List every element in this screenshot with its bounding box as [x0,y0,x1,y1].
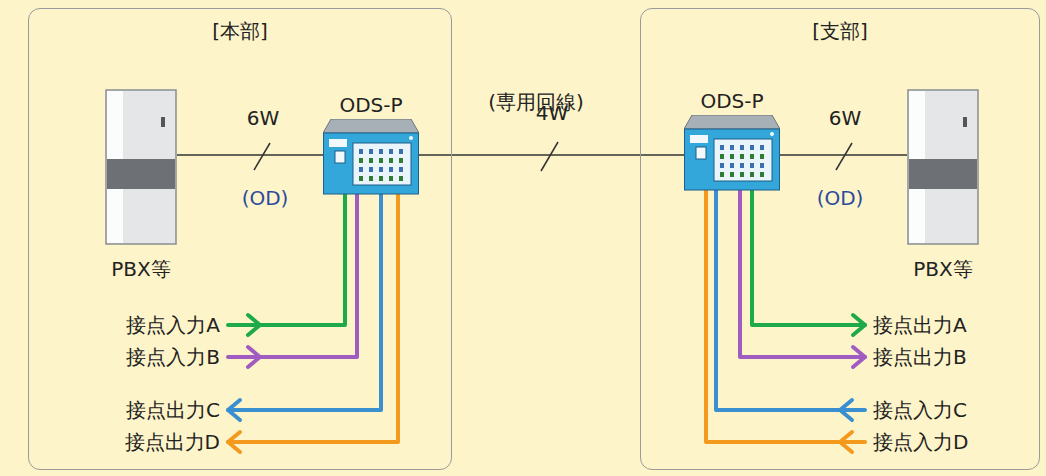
contact-wire [228,194,398,442]
contact-signal-label: 接点出力B [873,345,967,369]
site-panel: [本部]PBX等ODS-P [28,8,452,470]
contact-signal-label: 接点入力A [126,313,220,337]
ods-device: ODS-P [323,93,419,195]
device-illustration [907,89,979,245]
device-illustration [323,119,419,195]
arrow-head [248,347,260,367]
contact-signal-label: 接点出力A [873,313,967,337]
device-label: ODS-P [283,93,459,117]
line-connector [419,154,684,156]
device-label: PBX等 [65,257,217,281]
contact-wire [740,190,865,357]
arrow-head [840,432,852,452]
wire-count-label: 6W [247,106,280,130]
arrow-head [228,432,240,452]
contact-signal-label: 接点出力D [125,430,220,454]
device-illustration [684,115,780,191]
contact-wire [706,190,865,442]
wire-count-slash [541,142,558,171]
arrow-head [228,400,240,420]
wire-type-label: (OD) [242,186,289,210]
pbx-cabinet: PBX等 [907,89,979,285]
contact-wire [752,190,865,325]
site-title: [支部] [601,19,1046,43]
wire-type-label: (OD) [817,186,864,210]
wire-count-label: 4W [536,101,569,125]
arrow-head [840,400,852,420]
arrow-head [853,347,865,367]
contact-wire [716,190,865,410]
wire-count-slash [254,143,270,170]
contact-wire [228,194,345,325]
contact-signal-label: 接点出力C [126,398,220,422]
contact-signal-label: 接点入力D [873,430,968,454]
line-connector [780,154,907,156]
arrow-head [248,315,260,335]
site-title: [本部] [0,19,491,43]
line-connector [177,154,323,156]
contact-signal-label: 接点入力B [126,345,220,369]
wire-count-label: 6W [829,106,862,130]
wire-count-slash [836,143,852,170]
device-label: PBX等 [867,257,1019,281]
device-illustration [105,89,177,245]
pbx-cabinet: PBX等 [105,89,177,285]
arrow-head [853,315,865,335]
ods-device: ODS-P [684,89,780,191]
contact-signal-label: 接点入力C [873,398,967,422]
device-label: ODS-P [644,89,820,113]
contact-wire [228,194,357,357]
contact-wire [228,194,381,410]
site-panel: [支部]ODS-PPBX等 [640,8,1040,470]
